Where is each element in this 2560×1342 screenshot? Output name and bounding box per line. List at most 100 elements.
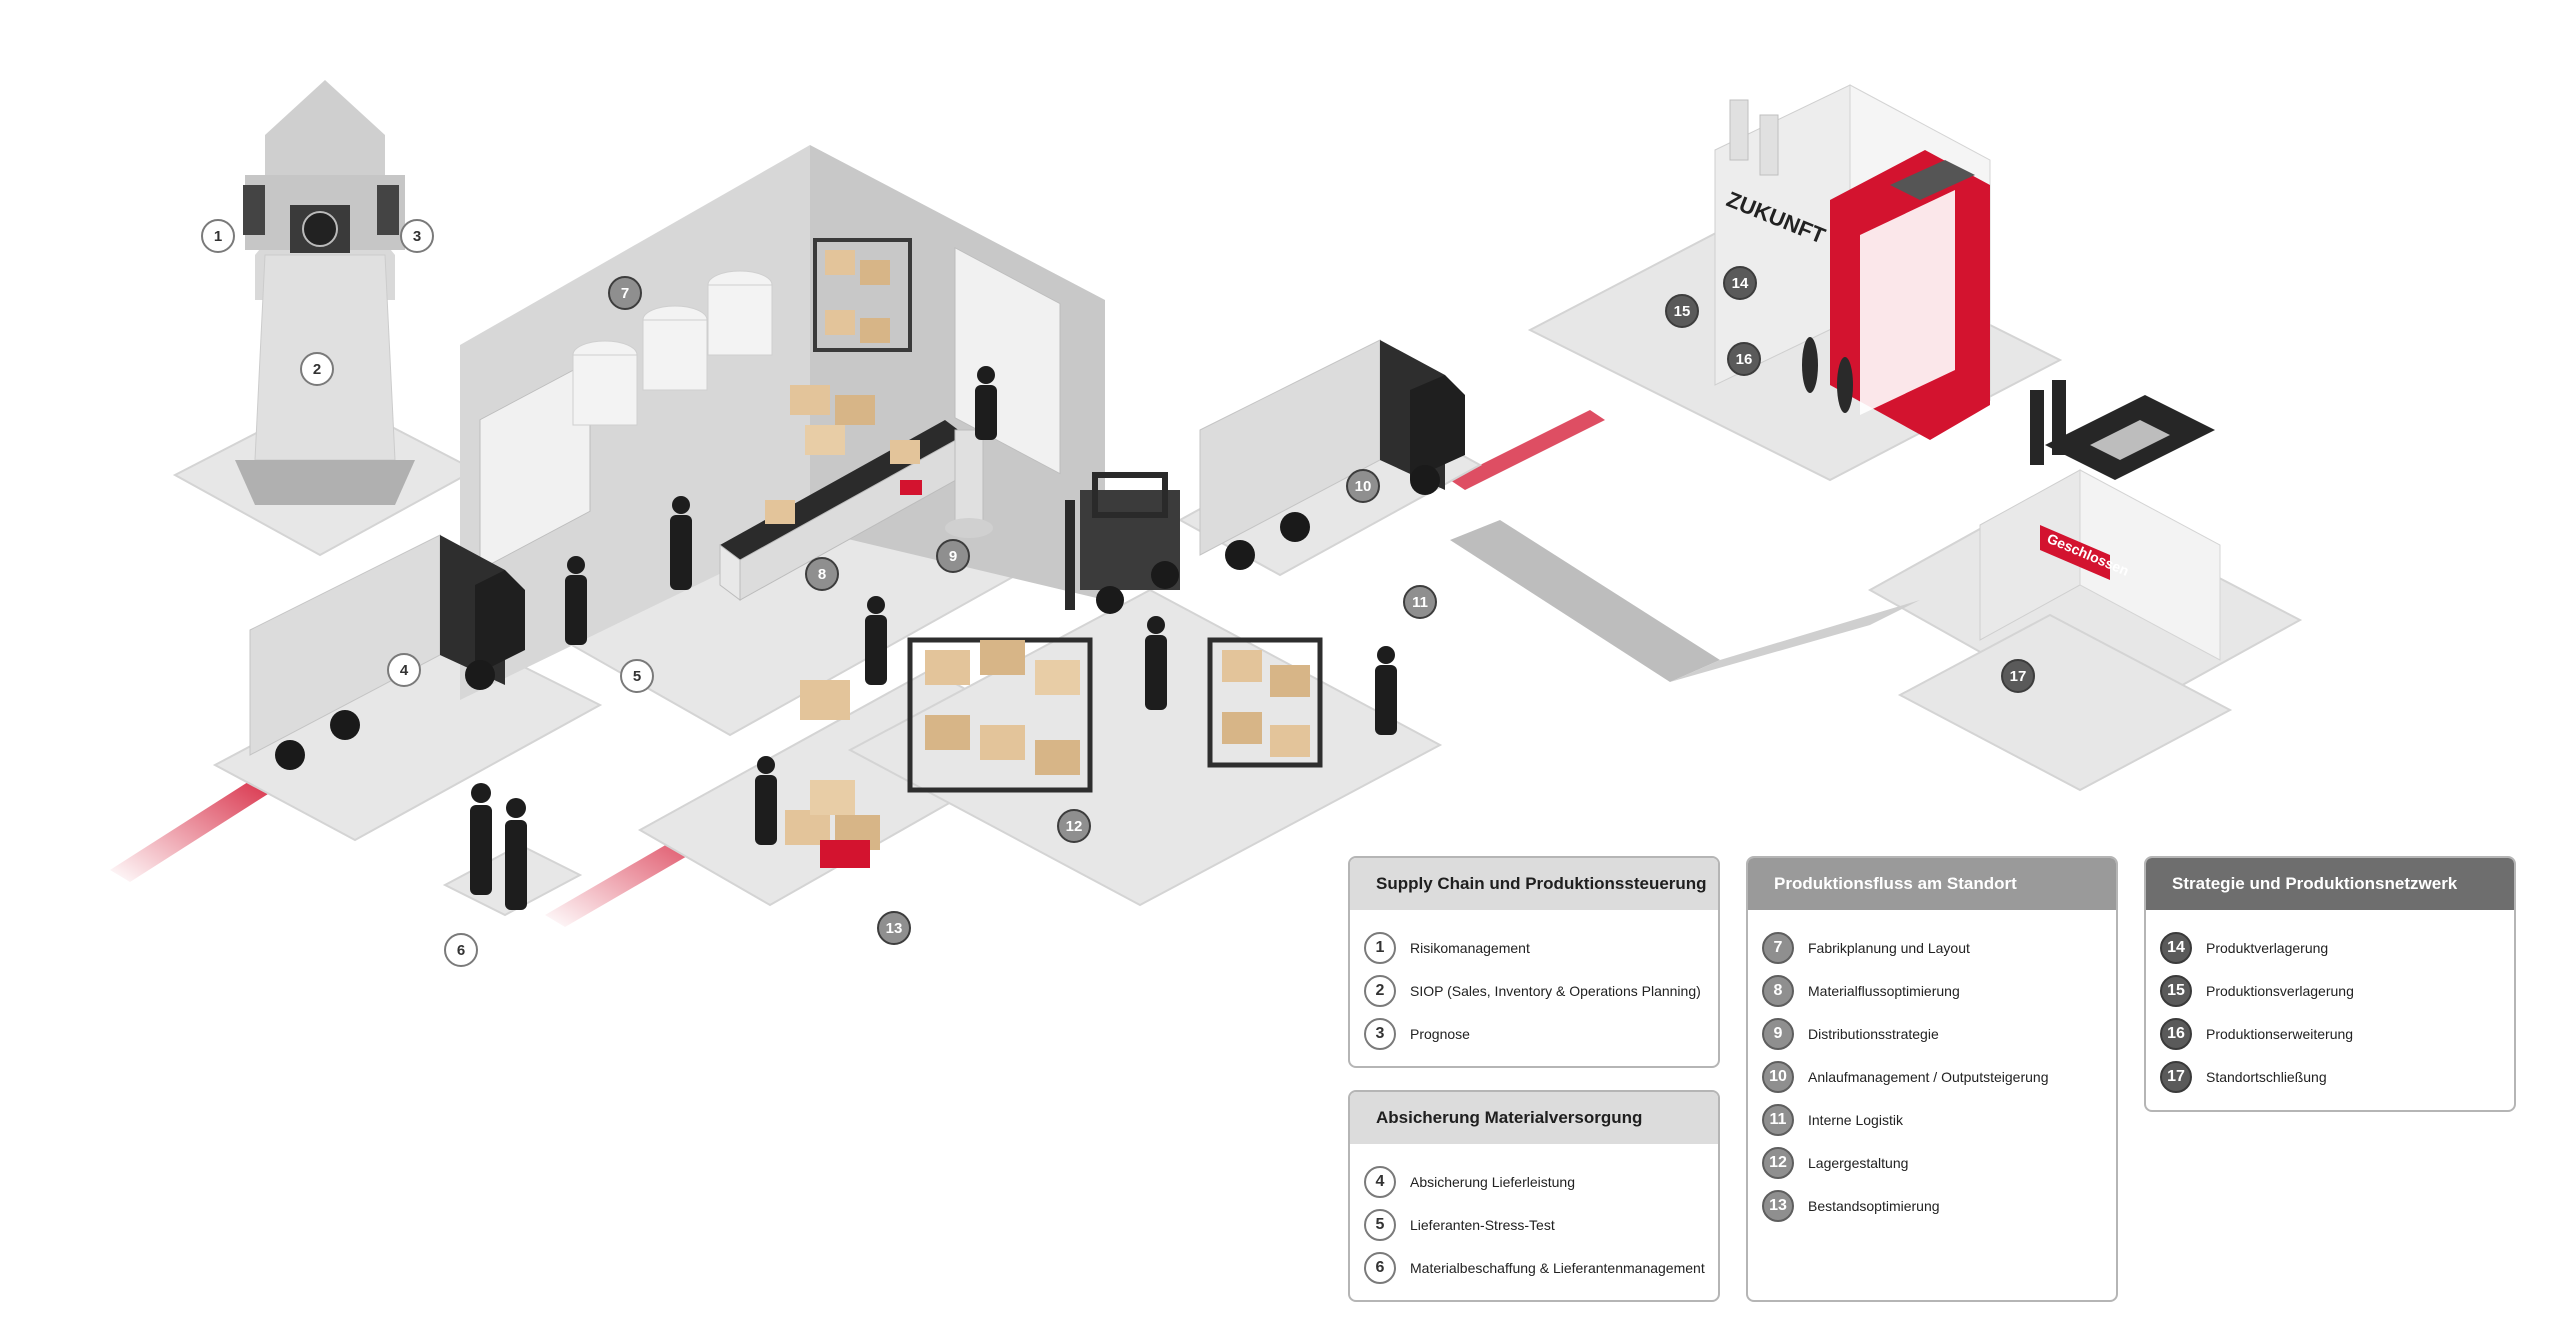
legend-number-badge: 1 [1364,931,1396,964]
legend-item: 15 Produktionsverlagerung [2160,969,2514,1012]
badge-circle [620,659,654,693]
badge-circle [2001,659,2035,693]
control-tower [235,80,415,505]
legend-item-label: Absicherung Lieferleistung [1410,1173,1575,1190]
legend-material-supply: Absicherung Materialversorgung 4 Absicher… [1348,1090,1720,1302]
legend-item-label: Bestandsoptimierung [1808,1197,1940,1214]
closed-plant: Geschlossen [1979,380,2221,661]
scene-number-badge: 5 [620,659,654,693]
legend-number-badge: 15 [2160,974,2192,1007]
scene-number-badge: 14 [1723,266,1757,300]
legend-number-badge: 10 [1762,1060,1794,1093]
badge-circle [877,911,911,945]
legend-item-label: Produktionserweiterung [2206,1025,2354,1042]
badge-number: 15 [1674,303,1691,320]
workers [470,366,1397,910]
legend-item: 14 Produktverlagerung [2160,926,2514,969]
legend-item-label: Lagergestaltung [1808,1154,1909,1171]
scene-number-badge: 9 [936,539,970,573]
scene-number-badge: 16 [1727,342,1761,376]
badge-number: 2 [313,361,321,378]
warehouse-shelves [785,637,1323,868]
legend-item-label: Anlaufmanagement / Outputsteigerung [1808,1068,2049,1085]
scene-number-badge: 17 [2001,659,2035,693]
legend-item-label: Interne Logistik [1808,1111,1903,1128]
badge-circle [201,219,235,253]
legend-number-badge: 7 [1762,931,1794,964]
legend-list: 7 Fabrikplanung und Layout 8 Materialflusso… [1748,910,2116,1227]
truck [249,534,525,770]
scene-number-badge: 4 [387,653,421,687]
badge-number: 16 [1736,351,1753,368]
badge-number: 10 [1355,478,1372,495]
legend-item-label: Fabrikplanung und Layout [1808,939,1970,956]
factory-hall [460,145,1105,700]
badge-number: 11 [1412,594,1428,611]
legend-item-label: Produktverlagerung [2206,939,2329,956]
scene-number-badge: 8 [805,557,839,591]
badge-number: 4 [400,662,409,679]
badge-number: 1 [214,228,222,245]
badge-circle [444,933,478,967]
legend-number-badge: 4 [1364,1165,1396,1198]
scene-number-badge: 2 [300,352,334,386]
legend-item: 16 Produktionserweiterung [2160,1012,2514,1055]
legend-number-badge: 13 [1762,1189,1794,1222]
legend-item-label: Standortschließung [2206,1068,2327,1085]
legend-item-label: Distributionsstrategie [1808,1025,1939,1042]
badge-number: 8 [818,566,826,583]
legend-header: Supply Chain und Produktionssteuerung [1350,858,1718,910]
truck [1199,339,1465,570]
legend-number-badge: 11 [1762,1103,1794,1136]
scene-number-badge: 6 [444,933,478,967]
badge-circle [300,352,334,386]
future-factory: ZUKUNFT [1714,84,1991,440]
badge-circle [1665,294,1699,328]
legend-number-badge: 2 [1364,974,1396,1007]
badge-number: 7 [621,285,629,302]
legend-number-badge: 16 [2160,1017,2192,1050]
scene-number-badge: 13 [877,911,911,945]
badge-circle [936,539,970,573]
badge-circle [1346,469,1380,503]
legend-number-badge: 14 [2160,931,2192,964]
badge-circle [400,219,434,253]
legend-item: 8 Materialflussoptimierung [1762,969,2116,1012]
legend-header: Absicherung Materialversorgung [1350,1092,1718,1144]
legend-item: 2 SIOP (Sales, Inventory & Operations Pla… [1364,969,1718,1012]
badge-circle [1057,809,1091,843]
badge-circle [1723,266,1757,300]
legend-number-badge: 5 [1364,1208,1396,1241]
legend-item-label: Materialbeschaffung & Lieferantenmanagem… [1410,1259,1705,1276]
legend-item-label: Produktionsverlagerung [2206,982,2354,999]
legend-item: 4 Absicherung Lieferleistung [1364,1160,1718,1203]
badge-number: 14 [1732,275,1749,292]
scene-number-badge: 1 [201,219,235,253]
badge-circle [1403,585,1437,619]
legend-header: Produktionsfluss am Standort [1748,858,2116,910]
badge-number: 6 [457,942,465,959]
legend-number-badge: 8 [1762,974,1794,1007]
scene-number-badge: 12 [1057,809,1091,843]
forklift [1065,472,1180,614]
badge-number: 12 [1066,818,1083,835]
legend-item-label: SIOP (Sales, Inventory & Operations Plan… [1410,982,1701,999]
legend-item: 7 Fabrikplanung und Layout [1762,926,2116,969]
legend-list: 14 Produktverlagerung 15 Produktionsverlage… [2146,910,2514,1098]
legend-header: Strategie und Produktionsnetzwerk [2146,858,2514,910]
badge-circle [387,653,421,687]
badge-number: 13 [886,920,903,937]
legend-item-label: Materialflussoptimierung [1808,982,1960,999]
legend-item-label: Risikomanagement [1410,939,1530,956]
legend-item: 13 Bestandsoptimierung [1762,1184,2116,1227]
road-grey [1450,520,1920,682]
scene-number-badge: 15 [1665,294,1699,328]
